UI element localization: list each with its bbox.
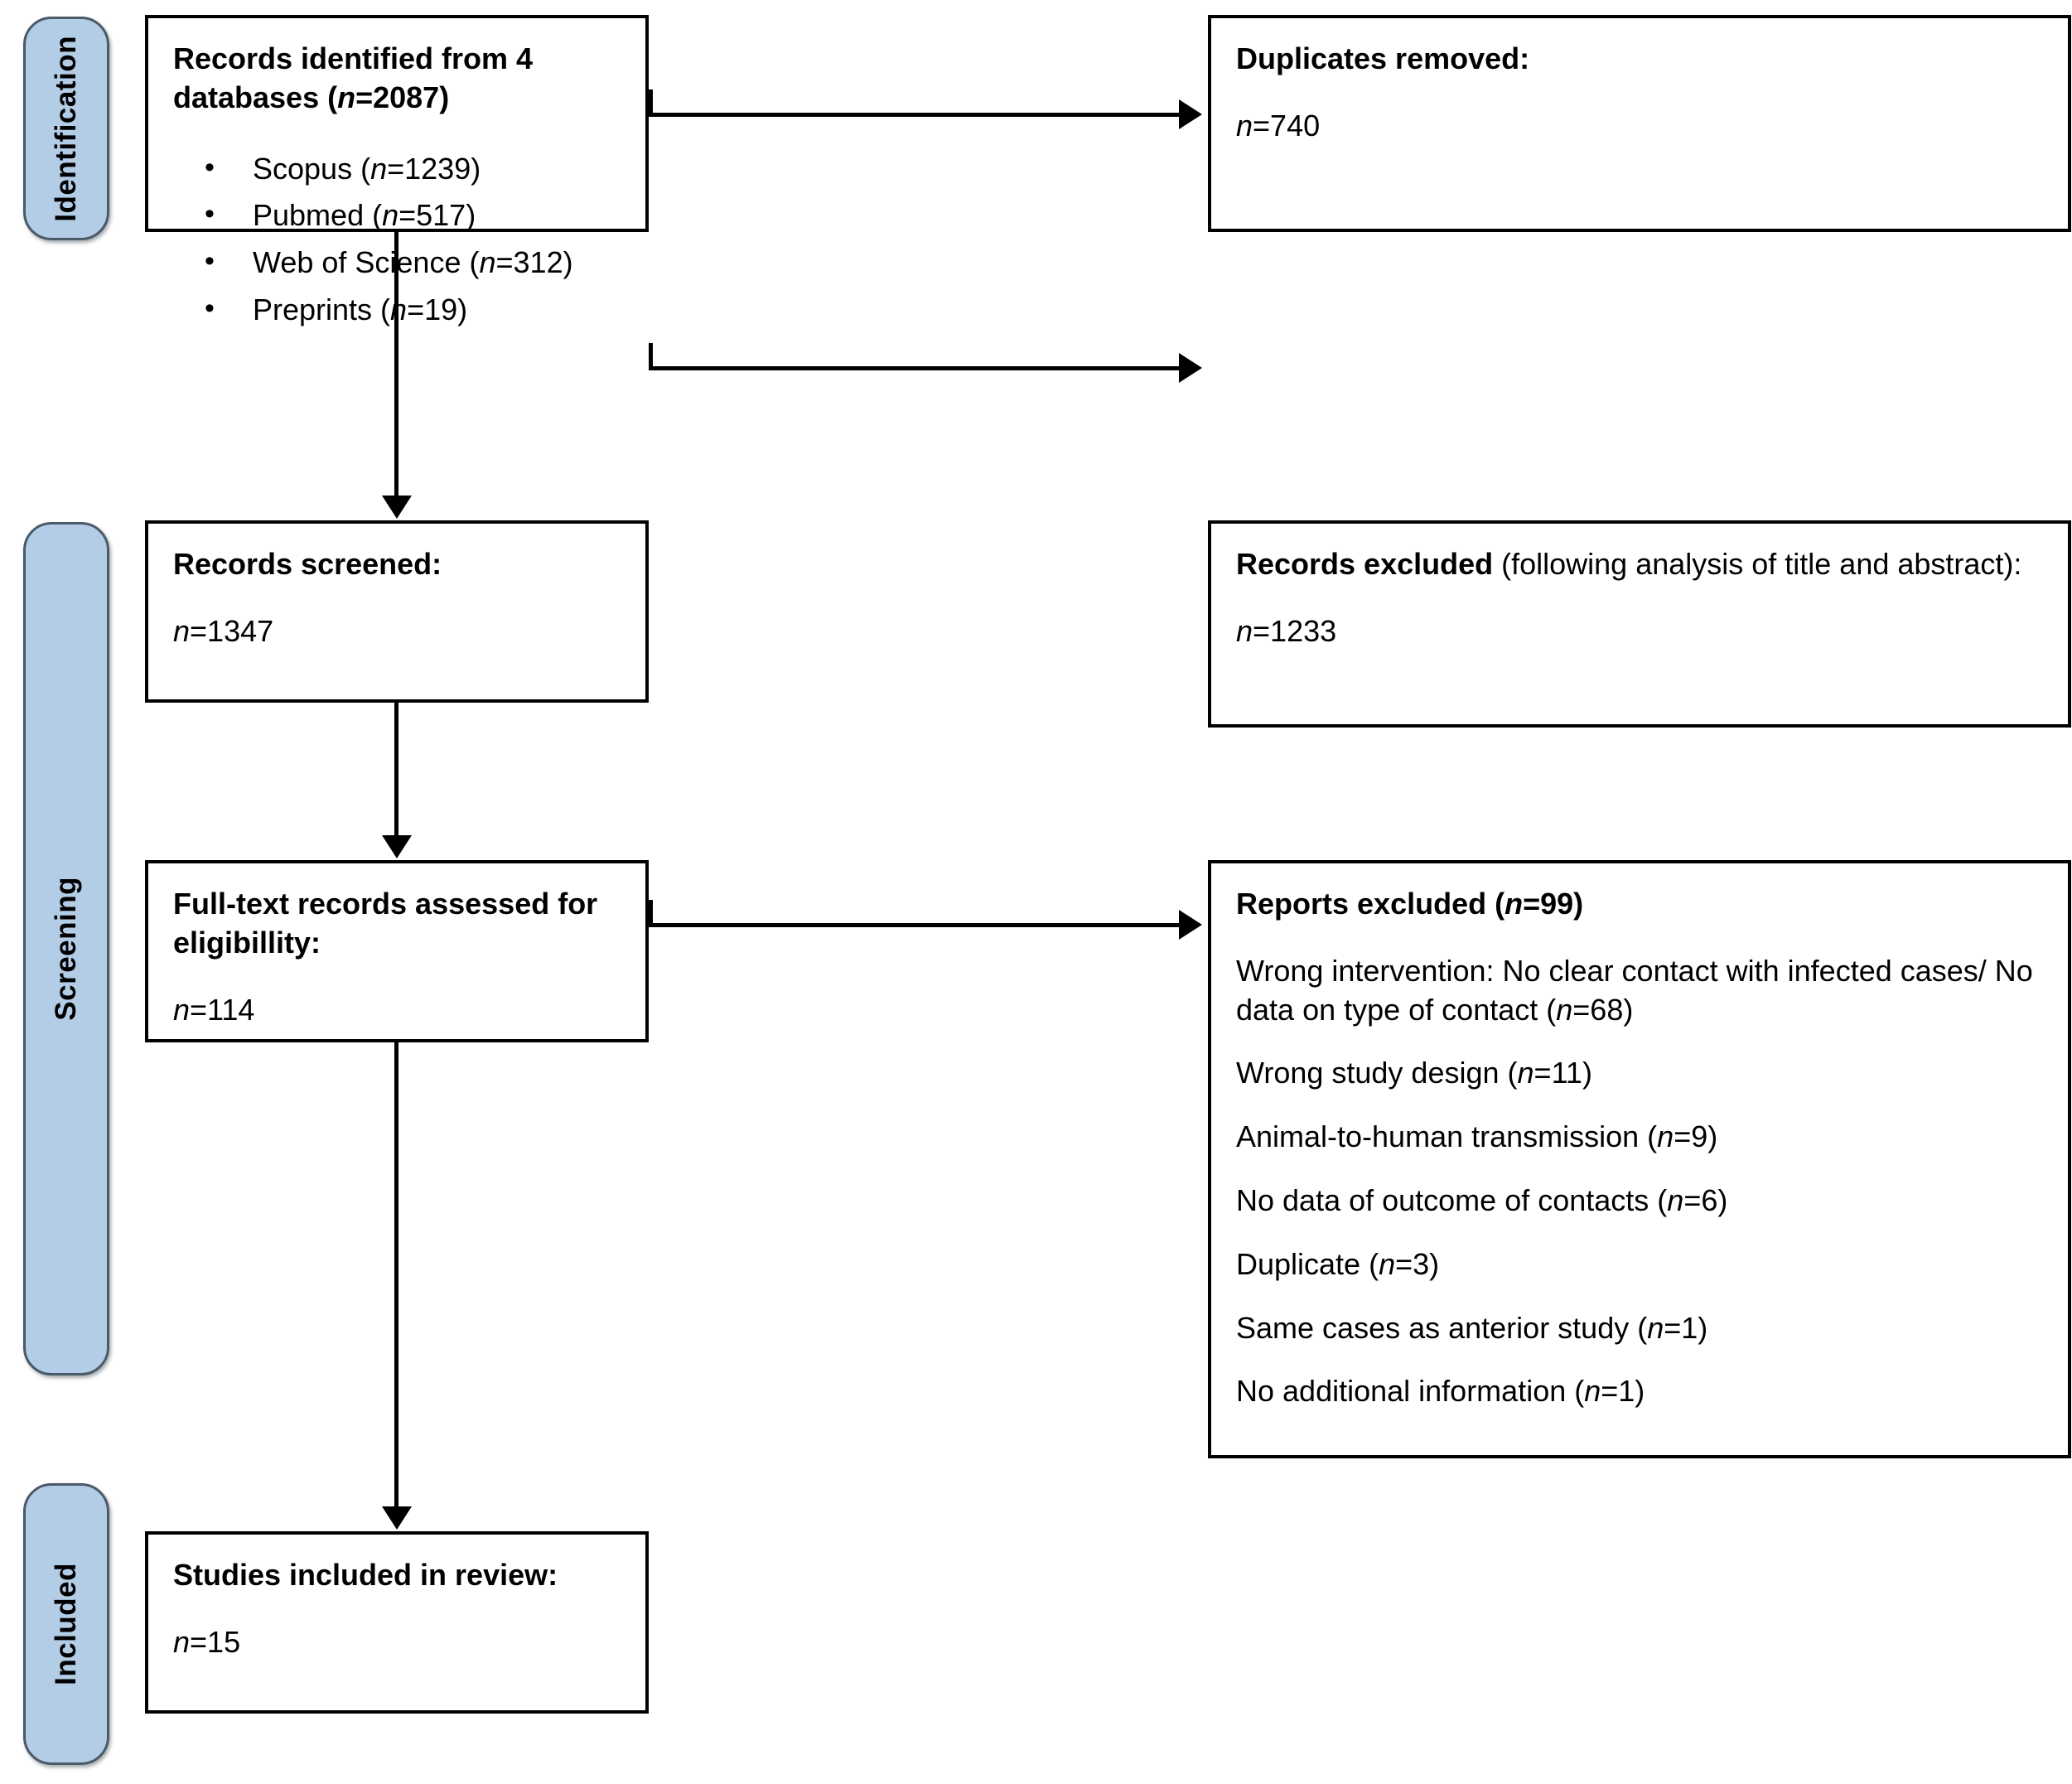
connector-fulltext-to-included (394, 1042, 398, 1508)
box-reports-excluded: Reports excluded (n=99) Wrong interventi… (1208, 860, 2071, 1458)
list-item: Preprints (n=19) (205, 287, 621, 334)
arrowhead-fulltext-to-reports (1179, 910, 1202, 940)
connector-fulltext-to-reports-stub (649, 900, 653, 925)
connector-identified-to-duplicates (649, 113, 1179, 117)
connector-fulltext-to-reports (649, 923, 1179, 927)
box-studies-included-heading: Studies included in review: (173, 1558, 558, 1592)
box-reports-excluded-heading: Reports excluded (n=99) (1236, 887, 1584, 921)
box-records-screened: Records screened: n=1347 (145, 520, 649, 703)
exclusion-reason: No data of outcome of contacts (n=6) (1236, 1182, 1728, 1217)
list-item: Pubmed (n=517) (205, 192, 621, 239)
connector-screened-to-excluded-stub (649, 343, 653, 368)
exclusion-reason: Wrong study design (n=11) (1236, 1056, 1592, 1090)
box-fulltext-assessed-heading: Full-text records assessed for eligibill… (173, 887, 598, 960)
exclusion-reason: Wrong intervention: No clear contact wit… (1236, 953, 2033, 1027)
box-fulltext-assessed: Full-text records assessed for eligibill… (145, 860, 649, 1042)
box-records-screened-heading: Records screened: (173, 547, 442, 581)
database-source-list: Scopus (n=1239) Pubmed (n=517) Web of Sc… (173, 146, 621, 335)
phase-tab-identification-label: Identification (50, 35, 82, 222)
phase-tab-identification: Identification (23, 17, 109, 240)
box-studies-included: Studies included in review: n=15 (145, 1531, 649, 1714)
box-duplicates-removed: Duplicates removed: n=740 (1208, 15, 2071, 232)
arrowhead-fulltext-to-included (382, 1506, 412, 1530)
connector-identified-to-screened (394, 232, 398, 497)
connector-screened-to-excluded (649, 366, 1179, 370)
box-records-excluded-count: n=1233 (1236, 613, 1337, 648)
arrowhead-identified-to-screened (382, 496, 412, 519)
box-records-identified: Records identified from 4 databases (n=2… (145, 15, 649, 331)
phase-tab-screening-label: Screening (50, 877, 82, 1021)
list-item: Web of Science (n=312) (205, 239, 621, 287)
exclusion-reason: Duplicate (n=3) (1236, 1246, 1440, 1281)
box-duplicates-removed-heading: Duplicates removed: (1236, 41, 1530, 75)
phase-tab-included: Included (23, 1483, 109, 1765)
exclusion-reason: No additional information (n=1) (1236, 1374, 1645, 1409)
connector-identified-to-duplicates-stub (649, 89, 653, 114)
box-records-excluded-heading: Records excluded (following analysis of … (1236, 547, 2022, 581)
arrowhead-screened-to-fulltext (382, 835, 412, 858)
exclusion-reason: Same cases as anterior study (n=1) (1236, 1310, 1708, 1345)
box-records-identified-heading: Records identified from 4 databases (n=2… (173, 41, 534, 114)
phase-tab-included-label: Included (50, 1563, 82, 1685)
arrowhead-screened-to-excluded (1179, 353, 1202, 383)
box-studies-included-count: n=15 (173, 1624, 241, 1659)
exclusion-reason: Animal-to-human transmission (n=9) (1236, 1119, 1718, 1154)
phase-tab-screening: Screening (23, 522, 109, 1375)
connector-screened-to-fulltext (394, 703, 398, 837)
list-item: Scopus (n=1239) (205, 146, 621, 193)
box-duplicates-removed-count: n=740 (1236, 108, 1321, 143)
box-records-screened-count: n=1347 (173, 613, 274, 648)
box-fulltext-assessed-count: n=114 (173, 992, 255, 1027)
box-records-excluded: Records excluded (following analysis of … (1208, 520, 2071, 728)
arrowhead-identified-to-duplicates (1179, 99, 1202, 129)
